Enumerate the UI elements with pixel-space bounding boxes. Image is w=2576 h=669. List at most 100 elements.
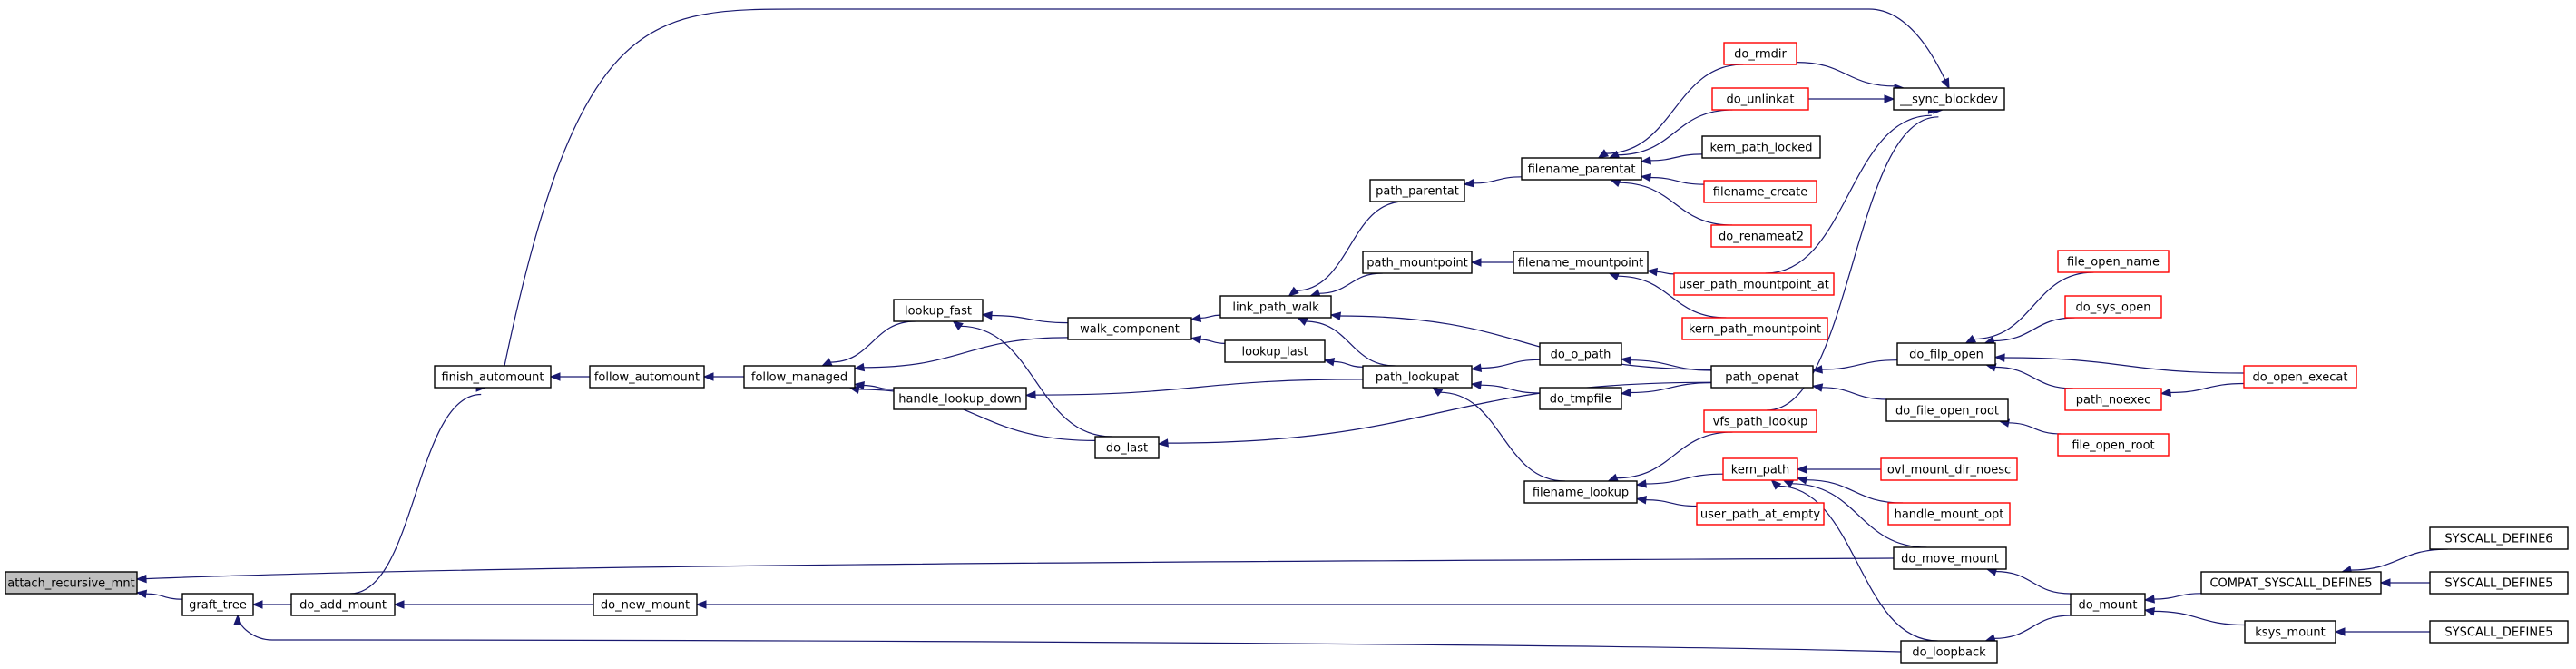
node-box[interactable]	[593, 593, 698, 616]
node-syscall-define5-a[interactable]: SYSCALL_DEFINE5	[2429, 571, 2569, 595]
node-box[interactable]	[1362, 251, 1473, 274]
node-do-open-execat[interactable]: do_open_execat	[2243, 365, 2357, 389]
node-kern-path-locked[interactable]: kern_path_locked	[1701, 135, 1821, 159]
node-box[interactable]	[2244, 620, 2336, 644]
node-path-openat[interactable]: path_openat	[1710, 365, 1814, 389]
node-box[interactable]	[1896, 342, 1996, 366]
node-box[interactable]	[1362, 365, 1473, 389]
node-do-unlinkat[interactable]: do_unlinkat	[1711, 87, 1809, 111]
node-ovl-mount-dir-noesc[interactable]: ovl_mount_dir_noesc	[1880, 457, 2018, 481]
node-path-lookupat[interactable]: path_lookupat	[1362, 365, 1473, 389]
node-box[interactable]	[1703, 409, 1817, 433]
node-attach-recursive-mnt[interactable]: attach_recursive_mnt	[5, 571, 138, 595]
node-box[interactable]	[2057, 433, 2170, 457]
node-box[interactable]	[2070, 593, 2146, 616]
node-box[interactable]	[589, 365, 705, 389]
node-do-last[interactable]: do_last	[1094, 436, 1160, 459]
node-box[interactable]	[2429, 620, 2569, 644]
node-do-new-mount[interactable]: do_new_mount	[593, 593, 698, 616]
node-path-parentat[interactable]: path_parentat	[1369, 179, 1465, 202]
node-box[interactable]	[1900, 640, 1998, 664]
node-box[interactable]	[5, 571, 138, 595]
node-box[interactable]	[1885, 398, 2009, 422]
node-ksys-mount[interactable]: ksys_mount	[2244, 620, 2336, 644]
node-box[interactable]	[1681, 317, 1828, 340]
node-box[interactable]	[1880, 457, 2018, 481]
node-box[interactable]	[2243, 365, 2357, 389]
node-box[interactable]	[1710, 224, 1812, 248]
node-box[interactable]	[1521, 157, 1642, 181]
node-compat-syscall-define5[interactable]: COMPAT_SYSCALL_DEFINE5	[2200, 571, 2382, 595]
node-file-open-name[interactable]: file_open_name	[2057, 250, 2170, 273]
node-box[interactable]	[1513, 251, 1649, 274]
node-box[interactable]	[2057, 250, 2170, 273]
node-do-rmdir[interactable]: do_rmdir	[1723, 42, 1797, 65]
node-syscall-define6[interactable]: SYSCALL_DEFINE6	[2429, 526, 2569, 550]
node-do-sys-open[interactable]: do_sys_open	[2064, 295, 2162, 319]
node-do-o-path[interactable]: do_o_path	[1539, 342, 1622, 366]
node-box[interactable]	[1673, 272, 1835, 296]
node-lookup-fast[interactable]: lookup_fast	[893, 299, 984, 322]
node-box[interactable]	[2064, 295, 2162, 319]
node-sync-blockdev[interactable]: __sync_blockdev	[1893, 87, 2005, 111]
node-box[interactable]	[1723, 42, 1797, 65]
node-box[interactable]	[1094, 436, 1160, 459]
node-syscall-define5-b[interactable]: SYSCALL_DEFINE5	[2429, 620, 2569, 644]
node-filename-create[interactable]: filename_create	[1703, 180, 1817, 203]
node-box[interactable]	[290, 593, 396, 616]
node-box[interactable]	[1067, 317, 1192, 340]
node-graft-tree[interactable]: graft_tree	[181, 593, 254, 616]
node-box[interactable]	[893, 299, 984, 322]
node-do-filp-open[interactable]: do_filp_open	[1896, 342, 1996, 366]
node-path-noexec[interactable]: path_noexec	[2064, 388, 2162, 411]
node-box[interactable]	[1369, 179, 1465, 202]
node-box[interactable]	[1722, 457, 1798, 481]
node-vfs-path-lookup[interactable]: vfs_path_lookup	[1703, 409, 1817, 433]
node-do-mount[interactable]: do_mount	[2070, 593, 2146, 616]
node-kern-path-mountpoint[interactable]: kern_path_mountpoint	[1681, 317, 1828, 340]
node-box[interactable]	[434, 365, 552, 389]
node-filename-mountpoint[interactable]: filename_mountpoint	[1513, 251, 1649, 274]
node-box[interactable]	[1224, 339, 1326, 363]
node-do-add-mount[interactable]: do_add_mount	[290, 593, 396, 616]
node-box[interactable]	[2064, 388, 2162, 411]
node-handle-lookup-down[interactable]: handle_lookup_down	[893, 387, 1027, 410]
node-box[interactable]	[1893, 546, 2007, 570]
node-box[interactable]	[743, 365, 856, 389]
node-box[interactable]	[1539, 342, 1622, 366]
node-filename-parentat[interactable]: filename_parentat	[1521, 157, 1642, 181]
node-lookup-last[interactable]: lookup_last	[1224, 339, 1326, 363]
node-handle-mount-opt[interactable]: handle_mount_opt	[1887, 502, 2011, 526]
node-box[interactable]	[1701, 135, 1821, 159]
node-user-path-at-empty[interactable]: user_path_at_empty	[1696, 502, 1825, 526]
node-box[interactable]	[2429, 526, 2569, 550]
node-box[interactable]	[1523, 480, 1638, 504]
node-box[interactable]	[1539, 387, 1622, 410]
node-follow-managed[interactable]: follow_managed	[743, 365, 856, 389]
node-box[interactable]	[2429, 571, 2569, 595]
node-link-path-walk[interactable]: link_path_walk	[1219, 295, 1332, 319]
node-box[interactable]	[1711, 87, 1809, 111]
node-filename-lookup[interactable]: filename_lookup	[1523, 480, 1638, 504]
node-box[interactable]	[1893, 87, 2005, 111]
node-box[interactable]	[181, 593, 254, 616]
node-do-renameat2[interactable]: do_renameat2	[1710, 224, 1812, 248]
node-do-file-open-root[interactable]: do_file_open_root	[1885, 398, 2009, 422]
node-box[interactable]	[1219, 295, 1332, 319]
node-box[interactable]	[1703, 180, 1817, 203]
node-do-loopback[interactable]: do_loopback	[1900, 640, 1998, 664]
node-do-tmpfile[interactable]: do_tmpfile	[1539, 387, 1622, 410]
node-box[interactable]	[1710, 365, 1814, 389]
node-box[interactable]	[1887, 502, 2011, 526]
node-kern-path[interactable]: kern_path	[1722, 457, 1798, 481]
node-do-move-mount[interactable]: do_move_mount	[1893, 546, 2007, 570]
node-box[interactable]	[2200, 571, 2382, 595]
node-path-mountpoint[interactable]: path_mountpoint	[1362, 251, 1473, 274]
node-box[interactable]	[893, 387, 1027, 410]
node-finish-automount[interactable]: finish_automount	[434, 365, 552, 389]
node-follow-automount[interactable]: follow_automount	[589, 365, 705, 389]
node-box[interactable]	[1696, 502, 1825, 526]
node-walk-component[interactable]: walk_component	[1067, 317, 1192, 340]
node-file-open-root[interactable]: file_open_root	[2057, 433, 2170, 457]
node-user-path-mountpoint-at[interactable]: user_path_mountpoint_at	[1673, 272, 1835, 296]
